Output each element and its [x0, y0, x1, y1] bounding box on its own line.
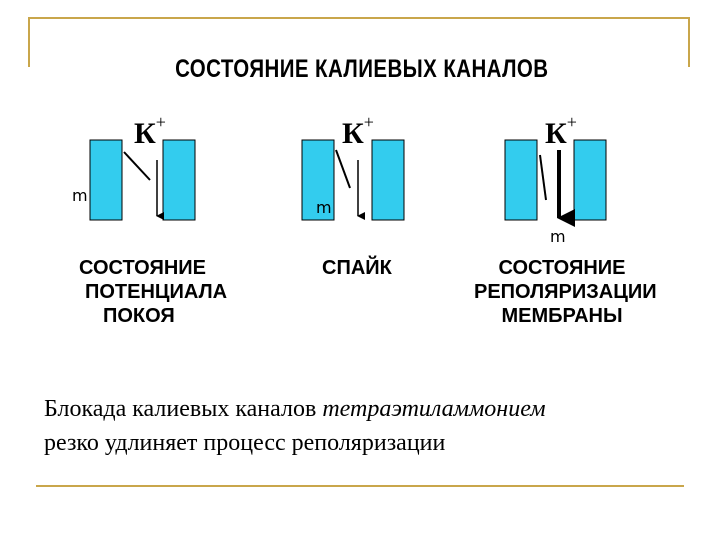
state-label-spike: СПАЙК: [322, 256, 392, 280]
caption-text: Блокада калиевых каналов: [44, 396, 322, 422]
channel-3-left-wall: [505, 140, 537, 220]
state-label-line: СОСТОЯНИЕ: [474, 256, 650, 280]
caption: Блокада калиевых каналов тетраэтиламмони…: [44, 392, 704, 460]
caption-text-line-2: резко удлиняет процесс реполяризации: [44, 430, 445, 456]
state-label-line: ПОТЕНЦИАЛА: [79, 280, 227, 304]
state-label-line: ПОКОЯ: [79, 304, 227, 328]
state-label-repolarization: СОСТОЯНИЕ РЕПОЛЯРИЗАЦИИ МЕМБРАНЫ: [474, 256, 650, 328]
caption-italic: тетраэтиламмонием: [322, 396, 545, 422]
state-label-resting: СОСТОЯНИЕ ПОТЕНЦИАЛА ПОКОЯ: [79, 256, 227, 328]
channel-3-gate: [540, 155, 546, 200]
channel-1-right-wall: [163, 140, 195, 220]
gate-label-2: m: [316, 198, 332, 217]
gate-label-1: m: [72, 186, 88, 205]
gate-label-3: m: [550, 227, 566, 246]
ion-label-2: К+: [342, 116, 374, 151]
channel-2-right-wall: [372, 140, 404, 220]
state-label-line: РЕПОЛЯРИЗАЦИИ: [474, 280, 650, 304]
channel-1-gate: [124, 152, 150, 180]
state-label-line: СПАЙК: [322, 256, 392, 280]
state-label-line: МЕМБРАНЫ: [474, 304, 650, 328]
ion-label-1: К+: [134, 116, 166, 151]
ion-label-3: К+: [545, 116, 577, 151]
channel-3-right-wall: [574, 140, 606, 220]
channel-1-left-wall: [90, 140, 122, 220]
state-label-line: СОСТОЯНИЕ: [79, 256, 227, 280]
channel-2-gate: [336, 150, 350, 188]
